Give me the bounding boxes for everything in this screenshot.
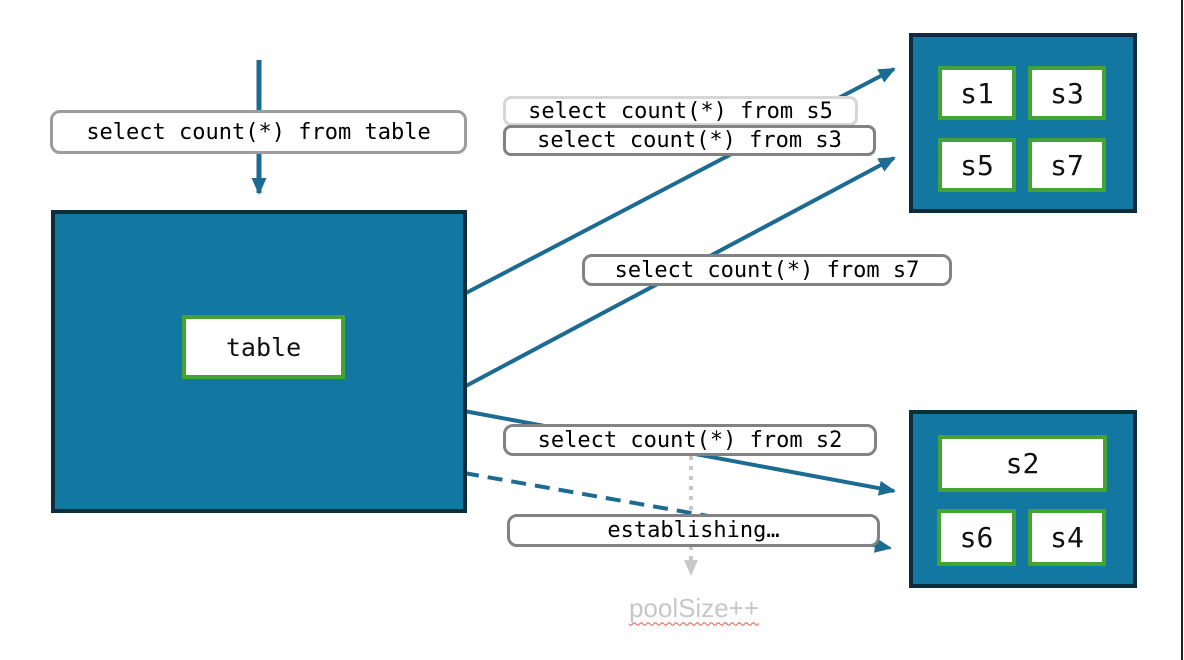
- shard-s4: s4: [1028, 509, 1106, 566]
- shard-group-bottom: s2 s6 s4: [909, 410, 1137, 588]
- query-label-s3: select count(*) from s3: [503, 125, 876, 156]
- shard-s1: s1: [938, 66, 1016, 120]
- window-edge-line: [1181, 0, 1183, 660]
- status-label-establishing: establishing…: [507, 514, 880, 547]
- query-label-s5: select count(*) from s5: [503, 96, 858, 126]
- table-node: table: [51, 210, 467, 513]
- table-node-label: table: [182, 315, 345, 379]
- query-label-s7: select count(*) from s7: [582, 254, 952, 286]
- shard-s3: s3: [1028, 66, 1106, 120]
- shard-s2: s2: [938, 435, 1107, 492]
- shard-s5: s5: [938, 138, 1016, 192]
- shard-group-top: s1 s3 s5 s7: [909, 33, 1137, 213]
- query-label-table: select count(*) from table: [50, 110, 467, 154]
- query-label-s2: select count(*) from s2: [503, 424, 877, 456]
- shard-s6: s6: [937, 509, 1016, 566]
- poolsize-text: poolSize++: [628, 592, 760, 623]
- shard-s7: s7: [1028, 138, 1106, 192]
